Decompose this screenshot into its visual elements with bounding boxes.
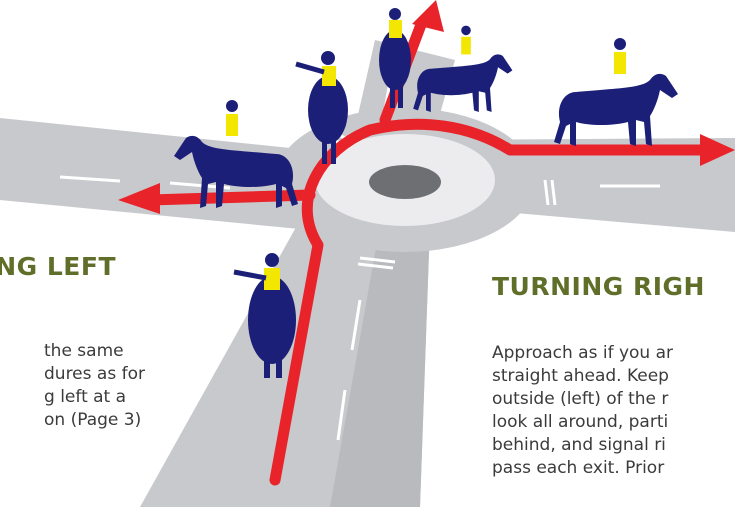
left-exit-route: [144, 189, 316, 206]
route-arrow-icon: [700, 134, 735, 166]
text-line: pass each exit. Prior: [492, 458, 665, 478]
turning-right-heading: TURNING RIGH: [492, 272, 705, 301]
text-line: straight ahead. Keep: [492, 366, 669, 386]
route-arrow-icon: [412, 0, 444, 32]
text-line: dures as for: [44, 364, 145, 384]
text-line: behind, and signal ri: [492, 435, 666, 455]
horses: [174, 8, 678, 378]
route-arrow-icon: [118, 183, 160, 214]
horse-and-rider-icon: [413, 25, 513, 113]
horse-and-rider-icon: [233, 253, 296, 378]
arrow-heads: [118, 0, 735, 214]
text-line: outside (left) of the r: [492, 389, 669, 409]
roundabout-centre: [369, 165, 441, 199]
horse-and-rider-icon: [295, 51, 348, 164]
text-line: g left at a: [44, 387, 127, 407]
horse-and-rider-icon: [174, 100, 298, 209]
right-turn-route: [269, 118, 718, 486]
text-line: on (Page 3): [44, 410, 142, 430]
turning-left-heading: NING LEFT: [0, 252, 117, 281]
text-line: the same: [44, 341, 124, 361]
road-network: [0, 40, 735, 507]
text-line: Approach as if you ar: [492, 343, 674, 363]
turning-left-text: the same dures as for g left at a on (Pa…: [44, 340, 204, 432]
turning-right-text: Approach as if you ar straight ahead. Ke…: [492, 342, 735, 507]
horse-and-rider-icon: [554, 38, 678, 147]
text-line: look all around, parti: [492, 412, 669, 432]
horse-and-rider-icon: [379, 8, 411, 108]
bottom-road-highlight: [330, 225, 430, 507]
